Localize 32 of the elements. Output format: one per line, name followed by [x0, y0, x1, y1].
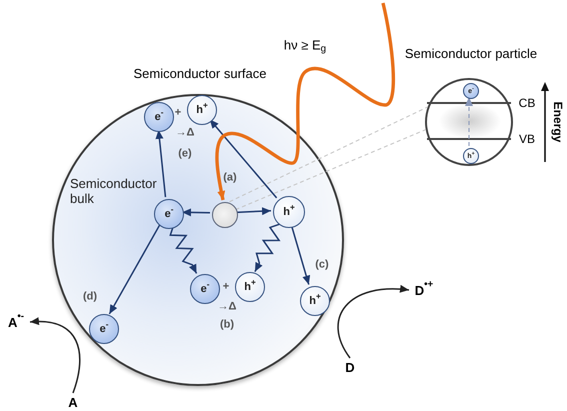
arrow: [108, 224, 160, 314]
species-label: A: [65, 393, 81, 411]
diagram-label: →Δ: [218, 302, 236, 312]
species-label: D: [342, 358, 358, 376]
dashed-connector-line: [235, 129, 426, 210]
diagram-label: +: [222, 282, 230, 292]
diagram-label: →Δ: [176, 128, 194, 138]
arrow: [155, 130, 166, 198]
diagram-label: (e): [178, 148, 192, 160]
wavy-arrow: [254, 223, 281, 272]
diagram-label: VB: [519, 133, 535, 145]
dashed-arrow: [465, 96, 473, 146]
diagram-label: (d): [82, 292, 98, 302]
arrow: [182, 208, 210, 216]
diagram-label: (b): [220, 320, 234, 330]
arrow: [236, 207, 272, 216]
diagram-label: +: [174, 108, 182, 118]
diagram-label: (a): [223, 172, 237, 184]
diagram-label: hν ≥ E$_{g}$: [284, 38, 326, 52]
species-label: D$^{•+}$: [409, 281, 439, 299]
arrow: [30, 318, 80, 394]
diagram-label: CB: [518, 97, 536, 109]
arrow: [209, 118, 278, 198]
diagram-label: (c): [315, 260, 329, 270]
particle-heading: Semiconductor particle: [404, 45, 538, 63]
arrow: [290, 225, 310, 285]
dashed-connector-line: [229, 106, 428, 202]
surface-heading: Semiconductor surface: [132, 65, 268, 83]
axis-label: Energy: [552, 102, 564, 142]
arrow: [337, 285, 410, 358]
light-ray-arrow: [215, 2, 396, 200]
species-label: A$^{•-}$: [2, 313, 30, 331]
